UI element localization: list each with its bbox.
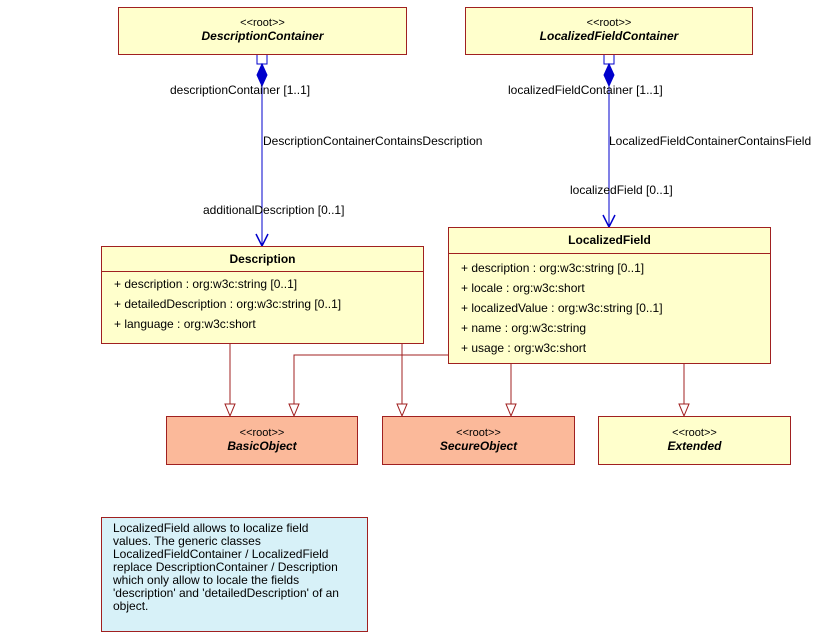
stereotype-label: <<root>> — [456, 427, 501, 439]
role-label-localized-field-container: localizedFieldContainer [1..1] — [508, 83, 663, 97]
association-name-localized-field: LocalizedFieldContainerContainsField — [609, 134, 812, 148]
association-description-container-description — [255, 53, 269, 248]
role-label-additional-description: additionalDescription [0..1] — [203, 203, 345, 217]
note-line: object. — [113, 599, 149, 613]
class-name: BasicObject — [227, 439, 297, 453]
class-extended[interactable]: <<root>> Extended — [598, 416, 791, 465]
note-line: LocalizedFieldContainer / LocalizedField — [113, 547, 329, 561]
class-name: Extended — [667, 439, 722, 453]
class-description[interactable]: Description + description : org:w3c:stri… — [101, 246, 424, 344]
attribute-row: + description : org:w3c:string [0..1] — [461, 261, 645, 275]
note-text: LocalizedField allows to localize field … — [102, 518, 367, 613]
attribute-row: + locale : org:w3c:short — [461, 281, 585, 295]
inheritance-triangle-icon — [678, 403, 690, 418]
class-name: SecureObject — [439, 439, 518, 453]
note-line: which only allow to locale the fields — [113, 573, 300, 587]
class-name: LocalizedField — [568, 233, 651, 247]
class-secure-object[interactable]: <<root>> SecureObject — [382, 416, 575, 465]
note-line: replace DescriptionContainer / Descripti… — [113, 560, 338, 574]
navigability-square-icon — [256, 53, 268, 65]
inheritance-triangle-icon — [288, 403, 300, 418]
note-line: values. The generic classes — [113, 534, 261, 548]
association-localized-field-container-localized-field — [602, 53, 616, 229]
role-label-localized-field: localizedField [0..1] — [570, 183, 673, 197]
attribute-row: + localizedValue : org:w3c:string [0..1] — [461, 301, 663, 315]
note-line: LocalizedField allows to localize field — [113, 521, 309, 535]
inheritance-triangle-icon — [224, 403, 236, 418]
attribute-row: + language : org:w3c:short — [114, 317, 256, 331]
class-name: Description — [229, 252, 296, 266]
attribute-row: + usage : org:w3c:short — [461, 341, 587, 355]
attribute-row: + name : org:w3c:string — [461, 321, 587, 335]
association-name-description: DescriptionContainerContainsDescription — [263, 134, 483, 148]
inheritance-triangle-icon — [396, 403, 408, 418]
attribute-row: + detailedDescription : org:w3c:string [… — [114, 297, 342, 311]
navigability-square-icon — [603, 53, 615, 65]
stereotype-label: <<root>> — [672, 427, 717, 439]
class-name: DescriptionContainer — [201, 29, 324, 43]
stereotype-label: <<root>> — [239, 427, 285, 439]
inheritance-triangle-icon — [505, 403, 517, 418]
stereotype-label: <<root>> — [586, 17, 632, 29]
attribute-compartment: + description : org:w3c:string [0..1] + … — [102, 271, 423, 334]
class-name: LocalizedFieldContainer — [539, 29, 679, 43]
class-localized-field[interactable]: LocalizedField + description : org:w3c:s… — [448, 227, 771, 364]
class-description-container[interactable]: <<root>> DescriptionContainer — [118, 7, 407, 55]
note[interactable]: LocalizedField allows to localize field … — [101, 517, 368, 632]
attribute-row: + description : org:w3c:string [0..1] — [114, 277, 298, 291]
class-basic-object[interactable]: <<root>> BasicObject — [166, 416, 358, 465]
stereotype-label: <<root>> — [240, 17, 285, 29]
role-label-description-container: descriptionContainer [1..1] — [170, 83, 311, 97]
class-localized-field-container[interactable]: <<root>> LocalizedFieldContainer — [465, 7, 753, 55]
attribute-compartment: + description : org:w3c:string [0..1] + … — [449, 253, 770, 358]
generalization-localizedfield-basicobject — [293, 354, 448, 404]
note-line: 'description' and 'detailedDescription' … — [113, 586, 339, 600]
